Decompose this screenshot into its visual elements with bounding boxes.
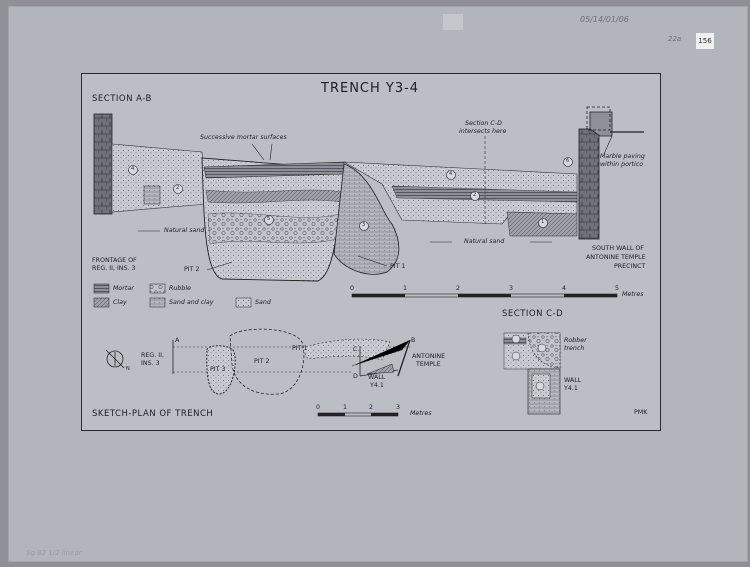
- south-wall-label-3: PRECINCT: [614, 263, 646, 270]
- plan-pit2-label: PIT 2: [254, 358, 270, 365]
- south-wall-label-1: SOUTH WALL OF: [592, 245, 644, 252]
- north-arrow-icon: [106, 350, 124, 368]
- frontage-label-2: REG. II, INS. 3: [92, 265, 136, 272]
- legend-sand: Sand: [255, 299, 271, 306]
- marble-label-1: Marble paving: [600, 153, 645, 160]
- legend-rubble: Rubble: [169, 285, 191, 292]
- south-wall-label-2: ANTONINE TEMPLE: [586, 254, 646, 261]
- drawing-title: TRENCH Y3-4: [321, 81, 420, 96]
- south-wall-block: [578, 128, 600, 240]
- plan-scale-tick: 2: [369, 404, 374, 411]
- main-scale-bar: [351, 293, 618, 298]
- main-scale-tick: 5: [615, 285, 620, 292]
- drawing-svg: [93, 106, 644, 417]
- ref-code: 22a: [668, 35, 682, 43]
- wall-dashed-outline: [586, 106, 611, 131]
- plan-pit3-label: PIT 3: [210, 366, 226, 373]
- section-cd-note-2: intersects here: [459, 128, 507, 135]
- pit1-leader: [357, 255, 388, 267]
- section-cd-note-1: Section C-D: [465, 120, 502, 127]
- marble-leader: [603, 135, 613, 155]
- pit2-leader: [206, 261, 233, 271]
- layer-number: 5: [267, 216, 271, 222]
- section-cd-heading: SECTION C-D: [502, 309, 564, 319]
- plan-label-a: A: [175, 337, 180, 344]
- north-label: N: [126, 366, 130, 372]
- date-stamp: 05/14/01/06: [580, 15, 629, 24]
- footer-note: Sg 82 1/2 linear: [26, 549, 82, 557]
- marble-label-2: within portico: [600, 161, 644, 168]
- plan-scale-tick: 1: [343, 404, 348, 411]
- pit-2-label: PIT 2: [184, 266, 200, 273]
- sketch-plan: [105, 328, 411, 395]
- layer-number: 1: [541, 219, 545, 225]
- plan-scale-unit: Metres: [410, 410, 432, 417]
- plan-label-c: C: [353, 346, 358, 353]
- robber-label-1: Robber: [564, 337, 587, 344]
- mortar-layer-right: [391, 185, 578, 203]
- tape-strip: [443, 14, 463, 30]
- pit-1-label: PIT 1: [390, 263, 406, 270]
- plan-reg-label-1: REG. II,: [141, 352, 164, 359]
- plan-pit1-label: PIT 1: [292, 345, 308, 352]
- layer-markers: [128, 157, 573, 231]
- west-wall-block: [93, 113, 113, 215]
- legend-mortar: Mortar: [113, 285, 134, 292]
- plan-antonine-label-2: TEMPLE: [416, 361, 441, 368]
- layer-number: 3: [362, 222, 366, 228]
- legend-swatches: [93, 283, 252, 308]
- sketch-plan-heading: SKETCH-PLAN OF TRENCH: [92, 409, 214, 419]
- plan-antonine-label-1: ANTONINE: [412, 353, 446, 360]
- plan-reg-label-2: INS. 3: [141, 360, 160, 367]
- main-scale-tick: 1: [403, 285, 408, 292]
- main-scale-unit: Metres: [622, 291, 644, 298]
- mortar-leader: [251, 143, 273, 161]
- rubble-pocket: [143, 185, 161, 205]
- plan-wall-label-2: Y4.1: [370, 382, 384, 389]
- drawing-frame: TRENCH Y3-4 SECTION A-B Successive morta…: [81, 73, 661, 431]
- main-scale-tick: 3: [509, 285, 514, 292]
- section-ab-drawing: [93, 106, 644, 282]
- main-scale-tick: 2: [456, 285, 461, 292]
- main-scale-tick: 0: [350, 285, 355, 292]
- layer-number: 6: [566, 158, 570, 164]
- section-cd-drawing: [503, 332, 561, 415]
- drafter-initials: PMK: [634, 409, 648, 416]
- sheet-tag: 156: [696, 33, 714, 49]
- natural-sand-right: Natural sand: [464, 238, 505, 245]
- layer-number: 2: [176, 185, 180, 191]
- legend-clay: Clay: [113, 299, 127, 306]
- layer-number: 4: [131, 166, 135, 172]
- plan-label-b: B: [411, 337, 416, 344]
- mortar-surfaces-label: Successive mortar surfaces: [200, 134, 287, 141]
- plan-label-d: D: [353, 373, 358, 380]
- cd-wall-label-1: WALL: [564, 377, 582, 384]
- layer-number: 2: [473, 192, 477, 198]
- plan-wall-label-1: WALL: [368, 374, 386, 381]
- section-ab-heading: SECTION A-B: [92, 94, 152, 104]
- cd-wall-label-2: Y4.1: [564, 385, 578, 392]
- layer-number: 4: [449, 171, 453, 177]
- pit-1-fill: [333, 163, 400, 275]
- frontage-label-1: FRONTAGE OF: [92, 257, 137, 264]
- sand-dashes: [138, 230, 552, 243]
- natural-sand-left: Natural sand: [164, 227, 205, 234]
- legend-sand-clay: Sand and clay: [169, 299, 214, 306]
- plan-scale-bar: [317, 412, 399, 417]
- rubble-band: [207, 212, 341, 245]
- main-scale-tick: 4: [562, 285, 567, 292]
- robber-label-2: trench: [564, 345, 585, 352]
- plan-scale-tick: 0: [316, 404, 321, 411]
- plan-scale-tick: 3: [396, 404, 401, 411]
